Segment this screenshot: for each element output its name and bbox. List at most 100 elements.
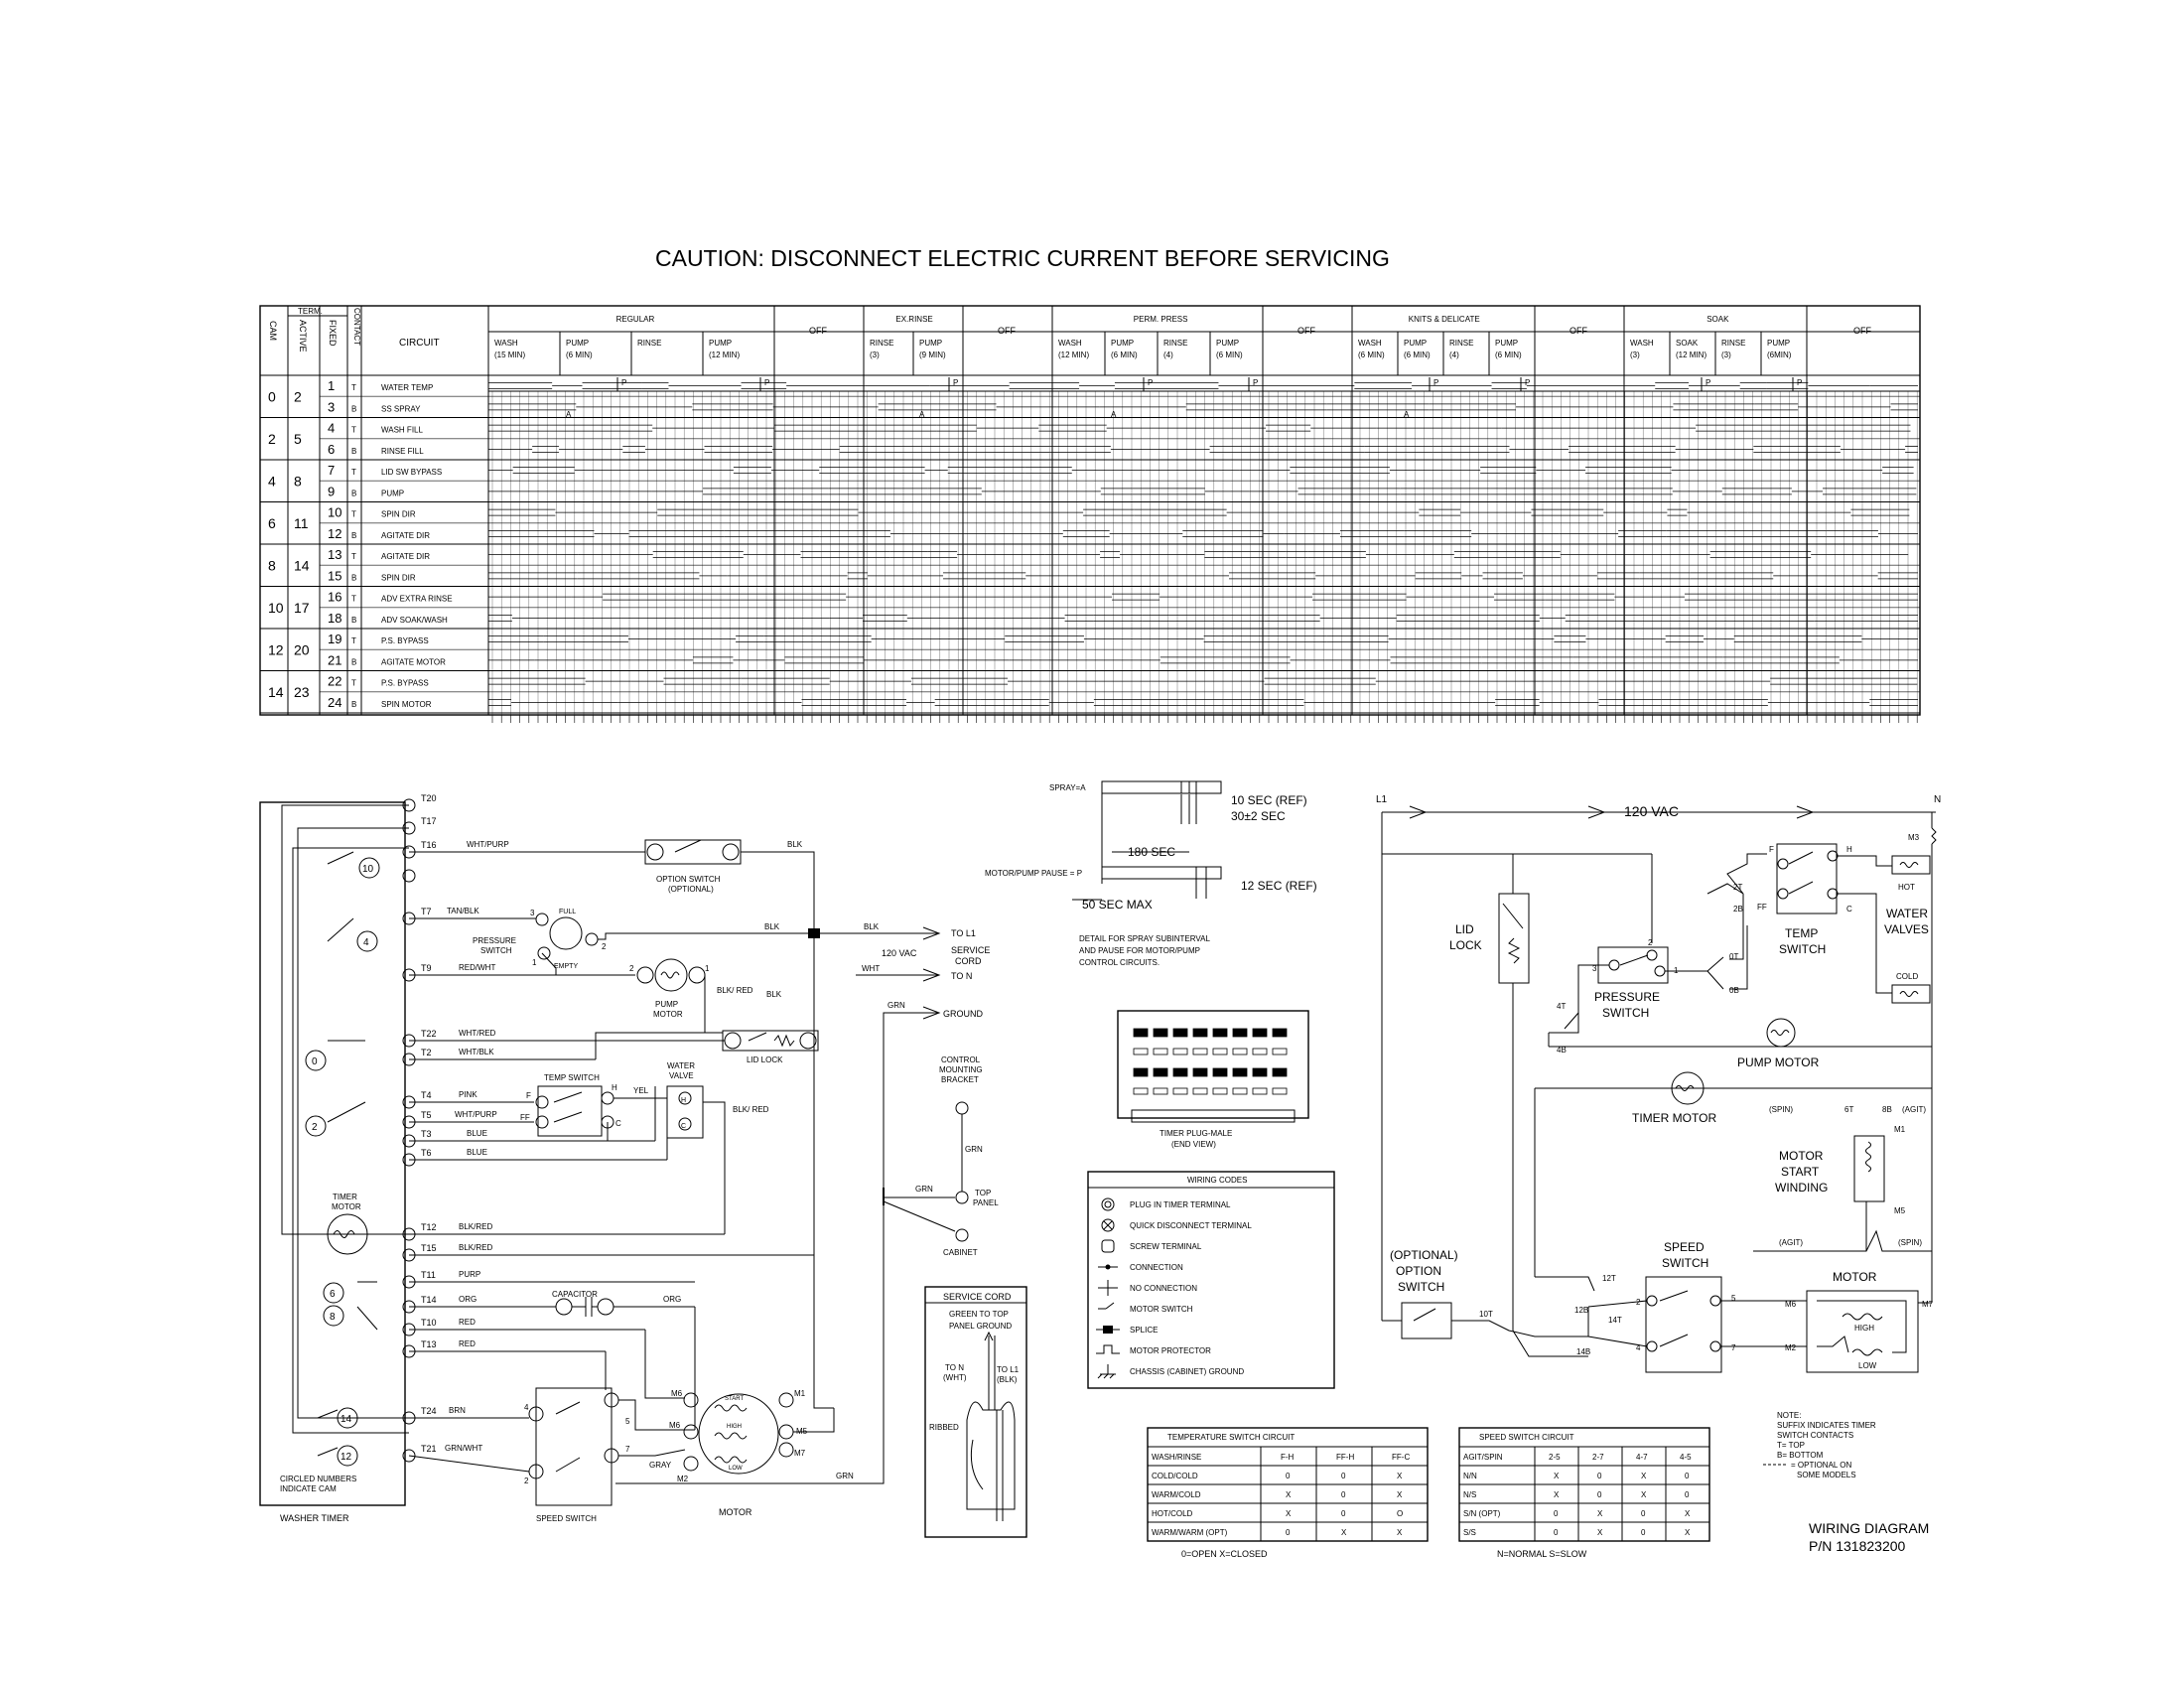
plug-pin (1153, 1028, 1168, 1038)
speed_table-title: SPEED SWITCH CIRCUIT (1479, 1433, 1574, 1442)
speed_table-cell: N/N (1463, 1472, 1477, 1480)
right-timer-motor: TIMER MOTOR (1632, 1111, 1716, 1125)
right-low: LOW (1858, 1361, 1877, 1370)
cycle-sub-duration: (12 MIN) (1676, 351, 1706, 359)
cycle-sub-label: WASH (1058, 339, 1082, 348)
note-7: SOME MODELS (1797, 1471, 1856, 1479)
temp_table-cell: WARM/WARM (OPT) (1152, 1528, 1228, 1537)
timer-motor-label: TIMER (333, 1193, 357, 1201)
circuit-name: WATER TEMP (381, 383, 433, 392)
wire-blk-1: BLK (787, 840, 803, 849)
contact-position: T (351, 510, 356, 519)
plug-pin (1192, 1028, 1208, 1038)
cycle-sub-duration: (6 MIN) (566, 351, 593, 359)
option-switch-label-2: (OPTIONAL) (668, 885, 714, 894)
cycle-sub-duration: (6MIN) (1767, 351, 1792, 359)
detail-note-1: DETAIL FOR SPRAY SUBINTERVAL (1079, 934, 1210, 943)
cycle-sub-label: RINSE (870, 339, 893, 348)
speed_table-cell: S/N (OPT) (1463, 1509, 1501, 1518)
fixed-term: 15 (328, 568, 341, 583)
cycle-sub-duration: (6 MIN) (1111, 351, 1138, 359)
water-valve: WATER VALVE H C (666, 1061, 704, 1139)
circuit-name: LID SW BYPASS (381, 468, 442, 477)
plug-pin (1153, 1087, 1168, 1095)
temp-pin-ff: FF (520, 1113, 530, 1122)
fixed-term: 6 (328, 442, 335, 457)
cam-number: 6 (268, 515, 276, 531)
right-cold: COLD (1896, 972, 1918, 981)
cam-circle (323, 1305, 344, 1327)
contact-position: B (351, 404, 356, 413)
terminal-label: T13 (421, 1339, 437, 1349)
speed_table-cell: 0 (1554, 1528, 1559, 1537)
right-l1: L1 (1376, 794, 1388, 805)
circuit-name: P.S. BYPASS (381, 636, 429, 645)
speed-pin-5: 5 (625, 1417, 630, 1426)
cycle-sub-label: PUMP (1111, 339, 1134, 348)
active-term: 8 (294, 473, 302, 489)
capacitor: CAPACITOR (552, 1290, 614, 1317)
plug-pin (1133, 1067, 1149, 1077)
motor-label: MOTOR (719, 1507, 752, 1517)
speed_table-header: AGIT/SPIN (1463, 1453, 1503, 1462)
right-m6: M6 (1785, 1300, 1797, 1309)
note-5: B= BOTTOM (1777, 1451, 1824, 1460)
right-motor-start-3: WINDING (1775, 1181, 1828, 1195)
fixed-term: 9 (328, 484, 335, 498)
main-motor: START HIGH LOW MOTOR M6 M6 M2 M1 M5 M7 (669, 1389, 808, 1517)
service-cord-ribbed: RIBBED (929, 1423, 959, 1432)
pause-mark: P (953, 378, 958, 387)
cam-number: 0 (312, 1056, 318, 1067)
speed-pin-2: 2 (524, 1477, 529, 1485)
right-m2: M2 (1785, 1343, 1797, 1352)
speed_table-header: 4-5 (1680, 1453, 1692, 1462)
temp_table-header: WASH/RINSE (1152, 1453, 1201, 1462)
wiring-code-item: PLUG IN TIMER TERMINAL (1130, 1200, 1231, 1209)
contact-position: B (351, 489, 356, 497)
temp_table-header: FF-C (1392, 1453, 1410, 1462)
right-b2: 2B (1733, 905, 1743, 914)
temp_table-cell: X (1397, 1472, 1403, 1480)
detail-12-sec: 12 SEC (REF) (1241, 879, 1317, 893)
cycle-sub-duration: (15 MIN) (494, 351, 525, 359)
temp-pin-c: C (615, 1119, 621, 1128)
wire-grn-4: GRN (915, 1185, 933, 1194)
cycle-name: KNITS & DELICATE (1409, 315, 1480, 324)
circuit-name: SS SPRAY (381, 404, 421, 413)
cycle-sub-label: PUMP (566, 339, 589, 348)
chart-header-circuit: CIRCUIT (399, 338, 440, 349)
plug-pin (1133, 1087, 1149, 1095)
terminal-label: T12 (421, 1222, 437, 1232)
plug-pin (1172, 1087, 1188, 1095)
pump-pin-1: 1 (705, 964, 710, 973)
right-t0: 0T (1729, 952, 1738, 961)
right-s5: 5 (1731, 1294, 1736, 1303)
wire-blkred: BLK/RED (459, 1222, 492, 1231)
speed_table-cell: X (1597, 1528, 1603, 1537)
cam-number: 14 (268, 684, 284, 700)
right-schematic: L1 N 120 VAC M3 LID LOCK 2 3 1 PRESSURE … (1376, 794, 1941, 1373)
cam-circle (305, 1115, 327, 1137)
circled-numbers-label-2: INDICATE CAM (280, 1484, 337, 1493)
fixed-term: 18 (328, 611, 341, 626)
speed_table-cell: X (1641, 1472, 1647, 1480)
temp-pin-f: F (526, 1091, 531, 1100)
temp_table-cell: COLD/COLD (1152, 1472, 1198, 1480)
chart-header-term: TERM. (298, 307, 323, 316)
wire-blk-4: BLK (766, 990, 782, 999)
cycle-sub-duration: (3) (870, 351, 880, 359)
right-water: WATER (1886, 907, 1928, 920)
right-agit-2: (AGIT) (1779, 1238, 1803, 1247)
contact-position: T (351, 468, 356, 477)
right-pressure: PRESSURE (1594, 990, 1660, 1004)
detail-motor-pause: MOTOR/PUMP PAUSE = P (985, 869, 1082, 878)
note-2: SUFFIX INDICATES TIMER (1777, 1421, 1876, 1430)
plug-label-1: TIMER PLUG-MALE (1160, 1129, 1232, 1138)
right-t14: 14T (1608, 1316, 1622, 1325)
plug-pin (1252, 1048, 1268, 1055)
cycle-off-label: OFF (1570, 326, 1587, 336)
terminal-label: T20 (421, 793, 437, 803)
right-t12: 12T (1602, 1274, 1616, 1283)
wire-grnwht: GRN/WHT (445, 1444, 482, 1453)
